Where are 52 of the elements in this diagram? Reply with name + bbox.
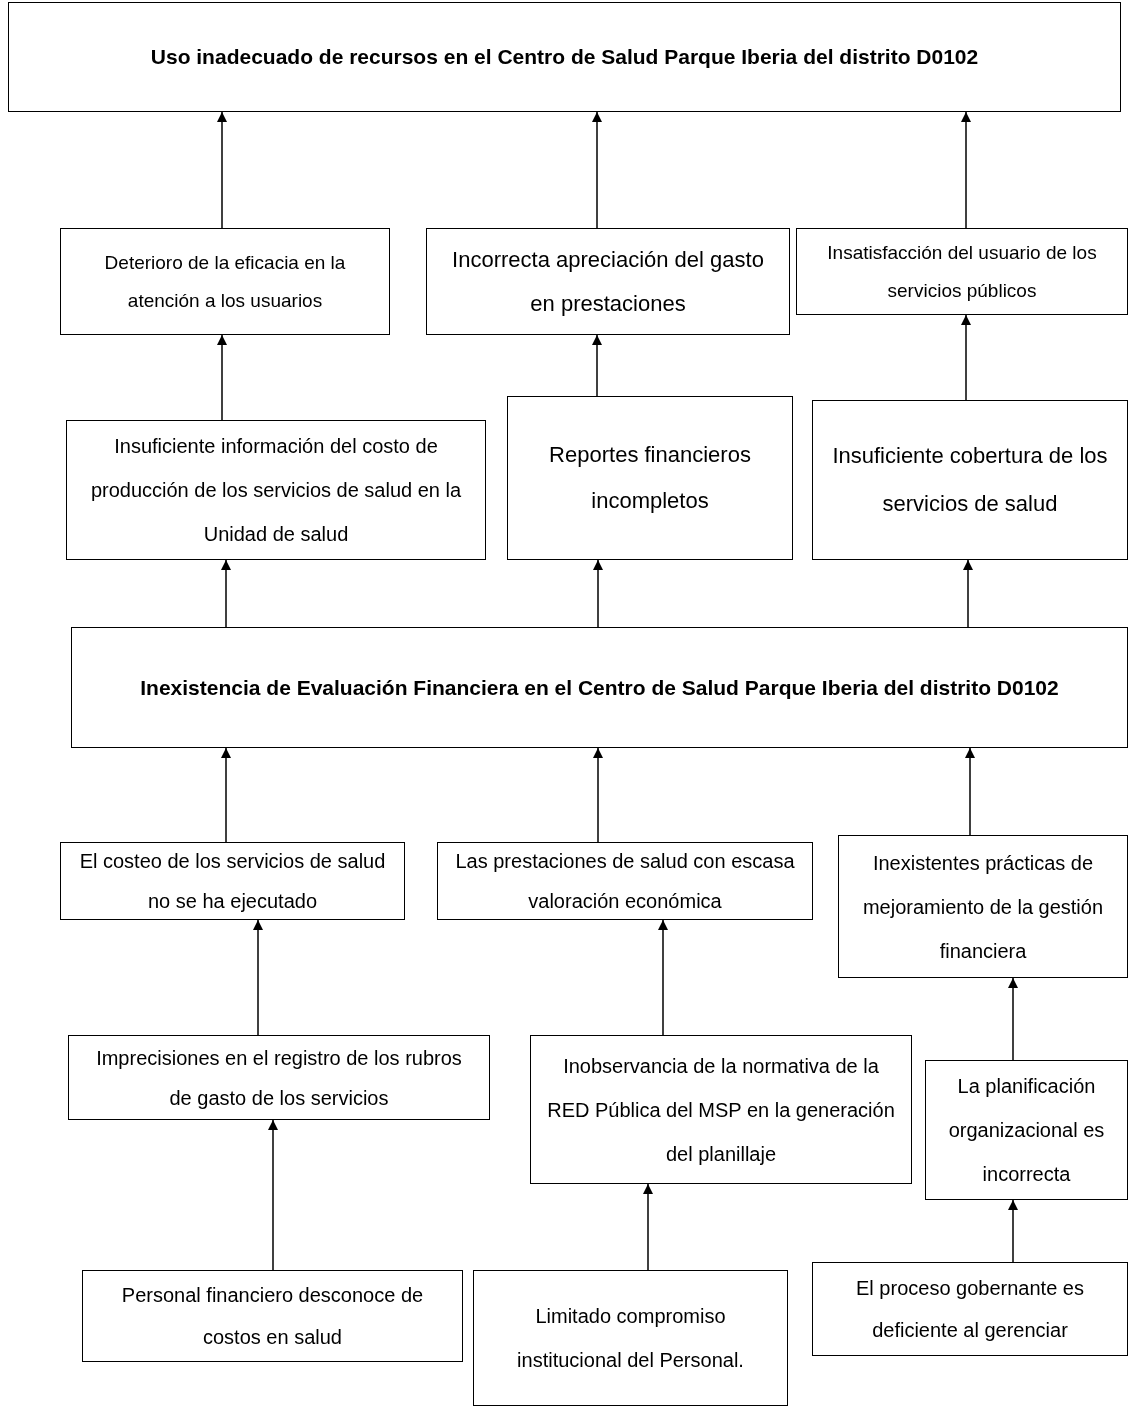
arrow bbox=[593, 559, 603, 628]
box-text: Limitado compromiso institucional del Personal. bbox=[516, 1304, 745, 1373]
arrow bbox=[217, 334, 227, 421]
heading-text: Inexistencia de Evaluación Financiera en el Centro de Salud Parque Iberia del distrito D0102 bbox=[140, 674, 1059, 701]
text-box bbox=[812, 400, 1128, 560]
arrow bbox=[963, 559, 973, 628]
arrow bbox=[253, 919, 263, 1036]
arrow bbox=[961, 314, 971, 401]
box-text: Insuficiente cobertura de los servicios de salud bbox=[831, 442, 1109, 518]
arrow bbox=[592, 334, 602, 397]
text-box bbox=[66, 420, 486, 560]
text-box bbox=[507, 396, 793, 560]
text-box bbox=[426, 228, 790, 335]
arrow bbox=[221, 747, 231, 843]
text-box bbox=[838, 835, 1128, 978]
text-box bbox=[8, 2, 1121, 112]
box-text: Incorrecta apreciación del gasto en prestaciones bbox=[451, 245, 765, 318]
arrow bbox=[592, 111, 602, 229]
box-text: Reportes financieros incompletos bbox=[548, 441, 752, 515]
text-box bbox=[82, 1270, 463, 1362]
text-box bbox=[812, 1262, 1128, 1356]
arrow bbox=[1008, 977, 1018, 1061]
box-text: El proceso gobernante es deficiente al gerenciar bbox=[855, 1276, 1085, 1343]
arrow bbox=[217, 111, 227, 229]
box-text: Insatisfacción del usuario de los servicios públicos bbox=[826, 240, 1098, 303]
arrow bbox=[961, 111, 971, 229]
box-text: La planificación organizacional es incorrecta bbox=[947, 1074, 1106, 1187]
box-text: Las prestaciones de salud con escasa valoración económica bbox=[454, 849, 796, 914]
arrow bbox=[1008, 1199, 1018, 1263]
text-box bbox=[925, 1060, 1128, 1200]
arrow bbox=[658, 919, 668, 1036]
heading-text: Uso inadecuado de recursos en el Centro de Salud Parque Iberia del distrito D0102 bbox=[150, 44, 979, 70]
box-text: Imprecisiones en el registro de los rubros de gasto de los servicios bbox=[95, 1045, 463, 1111]
text-box bbox=[473, 1270, 788, 1406]
arrow bbox=[268, 1119, 278, 1271]
box-text: Personal financiero desconoce de costos en salud bbox=[120, 1283, 425, 1350]
box-text: Inexistentes prácticas de mejoramiento de la gestión financiera bbox=[861, 850, 1105, 964]
arrow bbox=[643, 1183, 653, 1271]
text-box bbox=[68, 1035, 490, 1120]
arrow bbox=[221, 559, 231, 628]
text-box bbox=[71, 627, 1128, 748]
text-box bbox=[530, 1035, 912, 1184]
text-box bbox=[60, 228, 390, 335]
box-text: Deterioro de la eficacia en la atención a los usuarios bbox=[103, 250, 347, 313]
text-box bbox=[437, 842, 813, 920]
box-text: Inobservancia de la normativa de la RED Pública del MSP en la generación del planillaje bbox=[546, 1053, 896, 1167]
text-box bbox=[60, 842, 405, 920]
box-text: El costeo de los servicios de salud no se ha ejecutado bbox=[78, 849, 387, 914]
box-text: Insuficiente información del costo de producción de los servicios de salud en la Unidad de salud bbox=[89, 434, 463, 547]
text-box bbox=[796, 228, 1128, 315]
arrow bbox=[965, 747, 975, 836]
arrow bbox=[593, 747, 603, 843]
